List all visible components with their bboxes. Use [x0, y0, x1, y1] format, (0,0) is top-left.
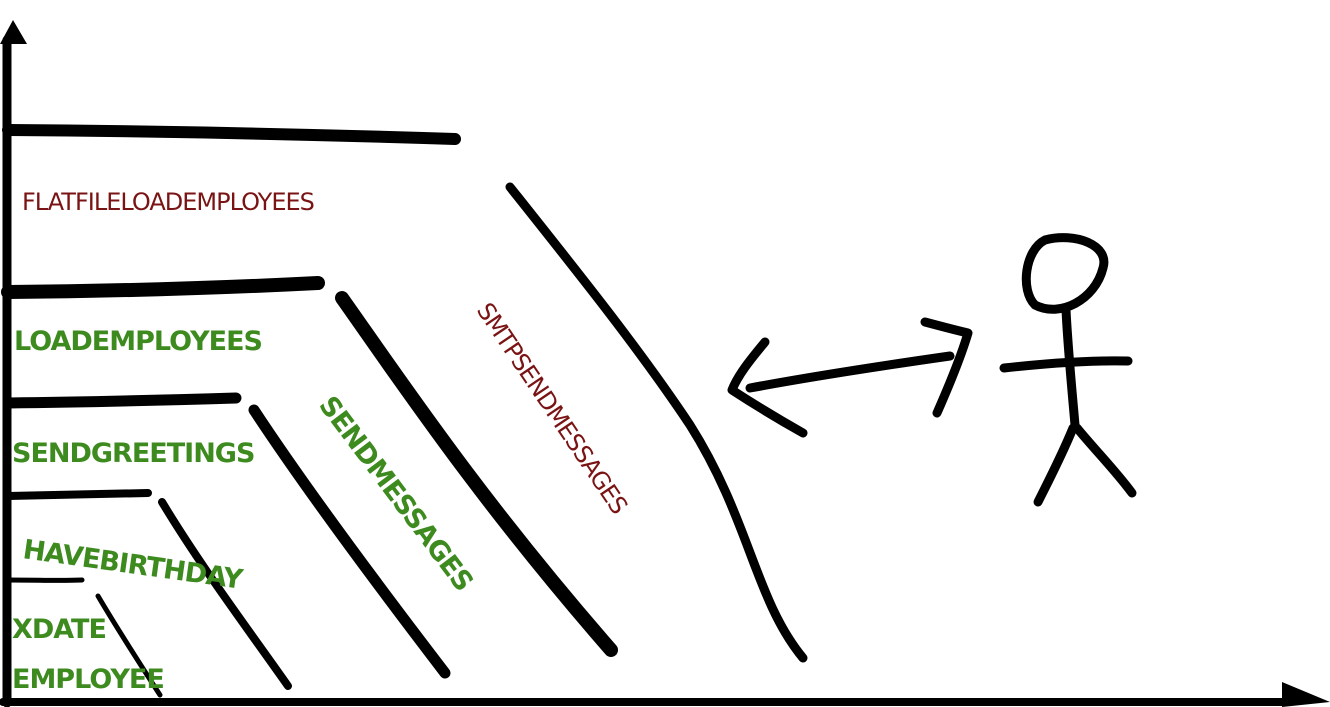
double-headed-arrow-icon: [727, 317, 973, 438]
layer-label-flatfileloademployees: FLATFILELOADEMPLOYEES: [22, 188, 314, 216]
layer-label-havebirthday: HAVEBIRTHDAY: [21, 534, 245, 596]
diagonal-boundaries: [95, 182, 808, 698]
layer-boundary-top: [2, 124, 461, 145]
diagonal-boundary-outer: [505, 182, 808, 663]
layer-boundary-loademployees: [1, 276, 325, 299]
axes: [0, 20, 1330, 707]
stick-figure-icon: [999, 233, 1137, 507]
layer-boundary-havebirthday: [4, 489, 152, 500]
diagonal-boundary-loademployees: [335, 291, 618, 657]
layer-boundaries: [1, 124, 461, 583]
layer-label-loademployees: LOADEMPLOYEES: [14, 326, 262, 357]
diagonal-boundary-sendgreetings: [248, 404, 451, 679]
layer-label-employee: EMPLOYEE: [12, 664, 164, 695]
layer-label-xdate: XDATE: [12, 614, 106, 645]
diagonal-boundary-havebirthday: [158, 498, 292, 690]
diagonal-label-sendmessages: SENDMESSAGES: [312, 391, 478, 597]
layer-boundary-sendgreetings: [2, 392, 242, 409]
layer-label-sendgreetings: SENDGREETINGS: [12, 438, 254, 469]
diagonal-boundary-xdate: [95, 593, 163, 698]
y-axis-arrow-icon: [0, 20, 27, 44]
x-axis-arrow-icon: [1282, 682, 1330, 707]
diagonal-label-smtpsendmessages: SMTPSENDMESSAGES: [471, 298, 633, 519]
